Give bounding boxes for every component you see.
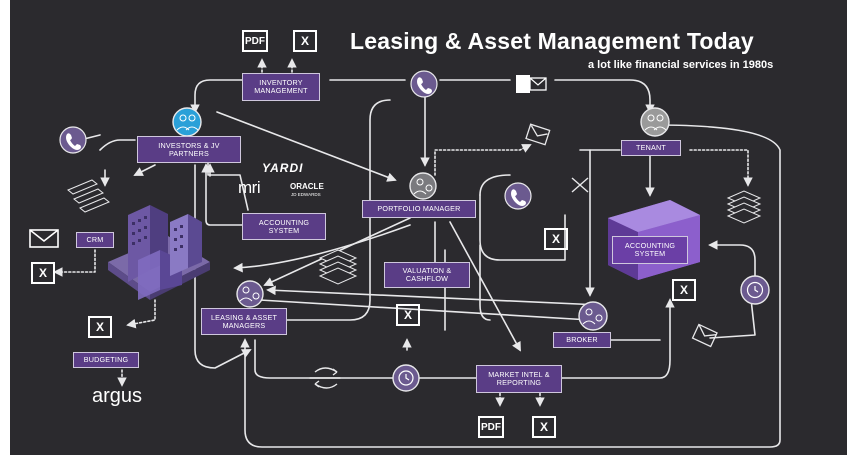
- phone-icon: [410, 70, 438, 98]
- buildings-illustration: [108, 205, 210, 300]
- document-stack-icon: [726, 190, 762, 224]
- diagram-board: Leasing & Asset Management Today a lot l…: [10, 0, 847, 455]
- leasing-managers-box: LEASING & ASSET MANAGERS: [201, 308, 287, 335]
- crossing-arrows-icon: [571, 177, 589, 193]
- portfolio-manager-avatar-icon: [409, 172, 437, 200]
- investor-avatar-icon: [172, 107, 202, 137]
- manager-avatar-icon: [236, 280, 264, 308]
- document-stack-icon: [67, 179, 110, 213]
- portfolio-manager-box: PORTFOLIO MANAGER: [362, 200, 476, 218]
- valuation-box: VALUATION & CASHFLOW: [384, 262, 470, 288]
- accounting-system-right-box: ACCOUNTING SYSTEM: [612, 236, 688, 264]
- argus-logo: argus: [92, 385, 143, 407]
- inventory-management-box: INVENTORY MANAGEMENT: [242, 73, 320, 101]
- excel-icon: X: [293, 30, 317, 52]
- phone-icon: [59, 126, 87, 154]
- excel-icon: X: [31, 262, 55, 284]
- crm-box: CRM: [76, 232, 114, 248]
- investors-box: INVESTORS & JV PARTNERS: [137, 136, 241, 163]
- page-subtitle: a lot like financial services in 1980s: [588, 59, 774, 71]
- market-intel-box: MARKET INTEL & REPORTING: [476, 365, 562, 393]
- phone-icon: [504, 182, 532, 210]
- excel-icon: X: [544, 228, 568, 250]
- broker-avatar-icon: [578, 301, 608, 331]
- tenant-box: TENANT: [621, 140, 681, 156]
- pdf-icon: PDF: [478, 416, 504, 438]
- broker-box: BROKER: [553, 332, 611, 348]
- envelope-icon: [691, 323, 718, 348]
- mri-logo: mri: [238, 178, 261, 197]
- clock-icon: [392, 364, 420, 392]
- page-title: Leasing & Asset Management Today: [350, 28, 754, 54]
- outlook-icon: [516, 75, 547, 93]
- oracle-logo: ORACLE: [290, 182, 324, 191]
- envelope-icon: [525, 123, 551, 146]
- excel-icon: X: [88, 316, 112, 338]
- excel-icon: X: [532, 416, 556, 438]
- excel-icon: X: [396, 304, 420, 326]
- pdf-icon: PDF: [242, 30, 268, 52]
- clock-icon: [740, 275, 770, 305]
- accounting-system-box: ACCOUNTING SYSTEM: [242, 213, 326, 240]
- envelope-icon: [29, 229, 59, 248]
- excel-icon: X: [672, 279, 696, 301]
- sync-icon: [314, 367, 338, 389]
- yardi-logo: YARDI: [262, 161, 304, 175]
- oracle-sub-logo: JD EDWARDS: [291, 192, 321, 197]
- document-stack-icon: [318, 249, 358, 285]
- budgeting-box: BUDGETING: [73, 352, 139, 368]
- tenant-avatar-icon: [640, 107, 670, 137]
